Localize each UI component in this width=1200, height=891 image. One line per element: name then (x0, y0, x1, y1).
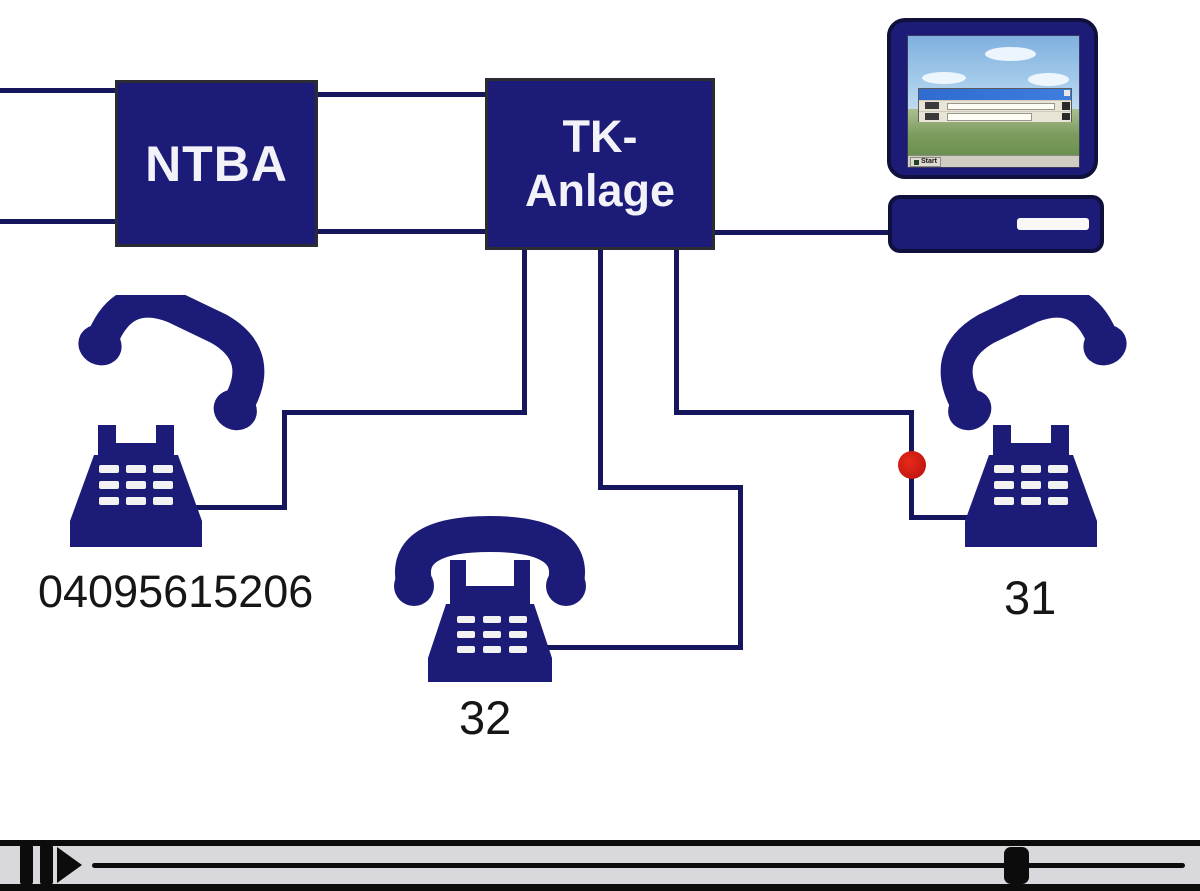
tk-anlage-label-line2: Anlage (524, 165, 676, 216)
wire-phone2-horizontal-top (598, 485, 743, 490)
wire-phone1-stub (193, 505, 287, 510)
spinner-icon (1062, 102, 1070, 110)
wire-tk-pc (715, 230, 892, 235)
start-label: Start (921, 158, 937, 165)
computer-screen: Start (907, 35, 1080, 168)
wire-exchange-top (0, 88, 115, 93)
phone-left-number: 04095615206 (38, 566, 314, 617)
phone-middle-icon (394, 515, 586, 682)
wire-phone1-vertical (282, 410, 287, 510)
computer-tower (888, 195, 1104, 253)
wire-tk-phone1-down (522, 250, 527, 415)
dialer-window-row1 (919, 100, 1072, 111)
ntba-box: NTBA (115, 80, 318, 247)
wire-phone2-horizontal-bottom (545, 645, 743, 650)
dialer-window-row2 (919, 110, 1072, 122)
play-icon[interactable] (57, 847, 82, 883)
call-indicator-dot (898, 451, 926, 479)
seek-handle[interactable] (1004, 847, 1029, 884)
seek-track[interactable] (92, 863, 1185, 868)
spinner-icon-2 (1062, 112, 1070, 121)
ntba-label: NTBA (145, 135, 288, 192)
wire-ntba-tk-bottom (318, 229, 485, 234)
dialer-button-icon (925, 102, 940, 110)
wire-phone2-vertical (738, 485, 743, 650)
tk-anlage-label-line1: TK- (562, 111, 638, 162)
dialer-button-icon-2 (925, 112, 940, 120)
dialer-window (918, 88, 1073, 122)
wire-tk-phone2-down (598, 250, 603, 490)
dialer-field-2 (946, 113, 1033, 122)
wire-phone1-horizontal (282, 410, 527, 415)
pause-icon[interactable] (20, 844, 33, 885)
wire-phone3-horizontal (674, 410, 914, 415)
close-icon (1064, 90, 1071, 97)
start-icon (914, 159, 919, 165)
dialer-field-1 (946, 102, 1056, 111)
drive-slot (1017, 218, 1089, 230)
phone-middle-number: 32 (459, 691, 512, 744)
desktop-taskbar: Start (908, 155, 1079, 167)
start-button: Start (910, 157, 941, 167)
phone-left-icon (70, 295, 265, 547)
wire-tk-phone3-down (674, 250, 679, 415)
computer-monitor: Start (887, 18, 1098, 179)
tk-anlage-box: TK- Anlage (485, 78, 715, 250)
wire-exchange-bottom (0, 219, 115, 224)
pause-icon[interactable] (40, 844, 53, 885)
wire-phone3-stub (909, 515, 970, 520)
dialer-window-titlebar (919, 89, 1072, 101)
phone-right-icon (940, 295, 1127, 547)
phone-right-number: 31 (1004, 571, 1057, 624)
wire-ntba-tk-top (318, 92, 485, 97)
